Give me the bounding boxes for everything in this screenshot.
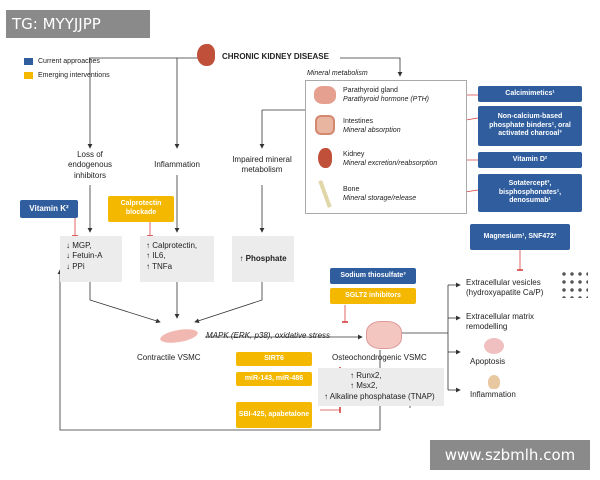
outcome-matrix: Extracellular matrix remodelling — [466, 312, 535, 332]
mineral-metabolism-label: Mineral metabolism — [307, 70, 368, 77]
sotatercept-box: Sotatercept³, bisphosphonates¹, denosuma… — [478, 174, 582, 212]
vesicles-icon — [560, 270, 588, 298]
sodium-thiosulfate-box: Sodium thiosulfate³ — [330, 268, 416, 284]
magnesium-box: Magnesium¹, SNF472³ — [470, 224, 570, 250]
marker-tnap: ↑ Alkaline phosphatase (TNAP) — [324, 391, 435, 401]
marker-calprotectin: ↑ Calprotectin, — [146, 241, 198, 250]
legend-emerging-label: Emerging interventions — [38, 72, 110, 79]
vitamin-d-box: Vitamin D² — [478, 152, 582, 168]
sirt6-box: SIRT6 — [236, 352, 312, 366]
parathyroid-icon — [314, 86, 336, 104]
organ-bone: Bone — [343, 186, 360, 193]
intestine-icon — [315, 115, 335, 135]
sbi-425-box: SBI-425, apabetalone — [236, 402, 312, 428]
marker-runx2: ↑ Runx2, — [350, 371, 382, 380]
inhibitor-fetuin: ↓ Fetuin-A — [66, 251, 103, 261]
organ-parathyroid: Parathyroid gland — [343, 87, 398, 94]
inhibitor-mgp: ↓ MGP, — [66, 241, 92, 250]
branch-impaired-mineral: Impaired mineral metabolism — [232, 155, 292, 175]
watermark-top: TG: MYYJJPP — [6, 10, 150, 38]
marker-msx2: ↑ Msx2, — [350, 381, 378, 391]
organ-kidney: Kidney — [343, 151, 365, 158]
inflammation-markers-box: ↑ Calprotectin, ↑ IL6, ↑ TNFa — [140, 236, 214, 282]
osteo-vsmc-icon — [366, 321, 402, 349]
organ-intestines: Intestines — [343, 118, 373, 125]
outcome-apoptosis: Apoptosis — [470, 357, 506, 366]
page-title: CHRONIC KIDNEY DISEASE — [222, 52, 329, 61]
contractile-vsmc-label: Contractile VSMC — [137, 353, 201, 362]
mirs-box: miR-143, miR-486 — [236, 372, 312, 386]
phosphate-box: ↑ Phosphate — [232, 236, 294, 282]
osteo-vsmc-label: Osteochondrogenic VSMC — [332, 353, 427, 362]
calcimimetics-box: Calcimimetics¹ — [478, 86, 582, 102]
calprotectin-blockade-box: Calprotectin blockade — [108, 196, 174, 222]
marker-il6: ↑ IL6, — [146, 251, 166, 261]
inhibitor-ppi: ↓ PPi — [66, 261, 85, 271]
legend-current-label: Current approaches — [38, 58, 100, 65]
sglt2-box: SGLT2 inhibitors — [330, 288, 416, 304]
pathway-label: MAPK (ERK, p38), oxidative stress — [206, 331, 331, 340]
apoptosis-icon — [484, 338, 504, 354]
outcome-inflammation: Inflammation — [470, 390, 516, 399]
legend-current-swatch — [24, 58, 33, 65]
branch-inflammation: Inflammation — [154, 160, 200, 169]
kidney-icon-small — [318, 148, 332, 168]
role-intestines: Mineral absorption — [343, 127, 401, 134]
vitamin-k-box: Vitamin K² — [20, 200, 78, 218]
marker-tnfa: ↑ TNFa — [146, 261, 173, 271]
outcome-vesicles: Extracellular vesicles (hydroxyapatite C… — [466, 278, 544, 298]
osteo-markers-box: ↑ Runx2, ↑ Msx2, ↑ Alkaline phosphatase … — [318, 368, 444, 406]
watermark-bottom: www.szbmlh.com — [430, 440, 590, 470]
role-kidney: Mineral excretion/reabsorption — [343, 160, 438, 167]
inflammation-icon — [488, 375, 500, 389]
kidney-icon — [197, 44, 215, 66]
inhibitors-box: ↓ MGP, ↓ Fetuin-A ↓ PPi — [60, 236, 122, 282]
branch-loss-inhibitors: Loss of endogenous inhibitors — [67, 150, 113, 180]
role-bone: Mineral storage/release — [343, 195, 417, 202]
role-parathyroid: Parathyroid hormone (PTH) — [343, 96, 429, 103]
legend-emerging-swatch — [24, 72, 33, 79]
phosphate-binders-box: Non-calcium-based phosphate binders¹, or… — [478, 106, 582, 146]
